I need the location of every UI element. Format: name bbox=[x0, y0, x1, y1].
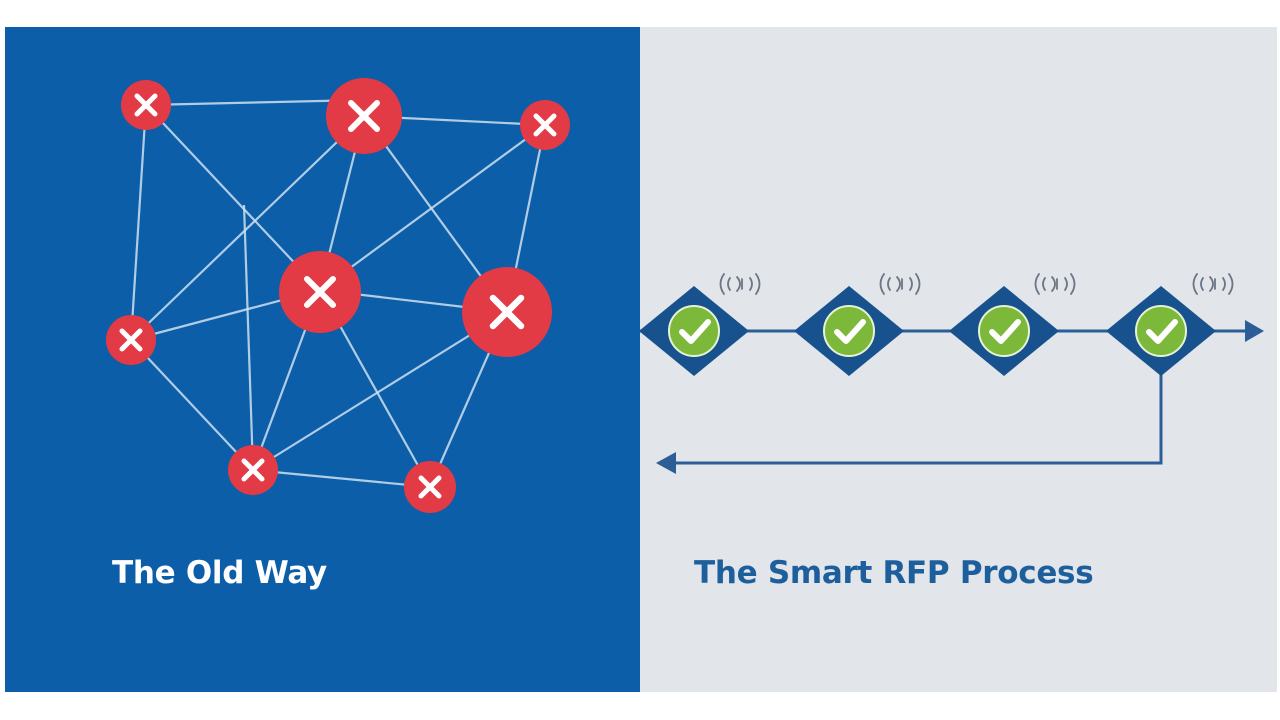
network-edge bbox=[130, 115, 365, 341]
feedback-loop-line bbox=[672, 350, 1163, 465]
checkmark-icon bbox=[679, 319, 711, 344]
x-icon bbox=[241, 458, 265, 482]
arrow-left-icon bbox=[656, 452, 676, 474]
network-nodes bbox=[106, 78, 570, 513]
x-icon bbox=[533, 113, 557, 137]
network-edge bbox=[145, 104, 321, 291]
failed-node bbox=[228, 445, 278, 495]
smart-process-title: The Smart RFP Process bbox=[694, 555, 1094, 591]
old-way-title: The Old Way bbox=[112, 555, 327, 591]
network-edge bbox=[252, 311, 508, 471]
checkmark-icon bbox=[989, 319, 1021, 344]
process-step bbox=[639, 286, 749, 376]
x-icon bbox=[304, 276, 336, 308]
signal-icon bbox=[879, 273, 921, 295]
failed-node bbox=[106, 315, 156, 365]
x-icon bbox=[348, 100, 380, 132]
failed-node bbox=[462, 267, 552, 357]
network-edge bbox=[242, 204, 255, 471]
signal-icon bbox=[719, 273, 761, 295]
signal-indicators bbox=[719, 273, 1234, 295]
x-icon bbox=[119, 328, 143, 352]
x-icon bbox=[418, 475, 442, 499]
network-edge bbox=[145, 98, 365, 107]
failed-node bbox=[326, 78, 402, 154]
failed-node bbox=[404, 461, 456, 513]
network-edge bbox=[130, 339, 254, 471]
process-steps bbox=[639, 286, 1216, 376]
checkmark-icon bbox=[834, 319, 866, 344]
x-icon bbox=[134, 93, 158, 117]
signal-icon bbox=[1034, 273, 1076, 295]
network-edge bbox=[252, 468, 431, 489]
process-step bbox=[949, 286, 1059, 376]
network-edge bbox=[319, 124, 546, 291]
process-step bbox=[794, 286, 904, 376]
signal-icon bbox=[1192, 273, 1234, 295]
checkmark-icon bbox=[1146, 319, 1178, 344]
failed-node bbox=[121, 80, 171, 130]
process-step bbox=[1106, 286, 1216, 376]
network-edge bbox=[129, 104, 148, 341]
x-icon bbox=[489, 294, 525, 330]
failed-node bbox=[520, 100, 570, 150]
failed-node bbox=[279, 251, 361, 333]
arrow-right-icon bbox=[1245, 320, 1264, 342]
